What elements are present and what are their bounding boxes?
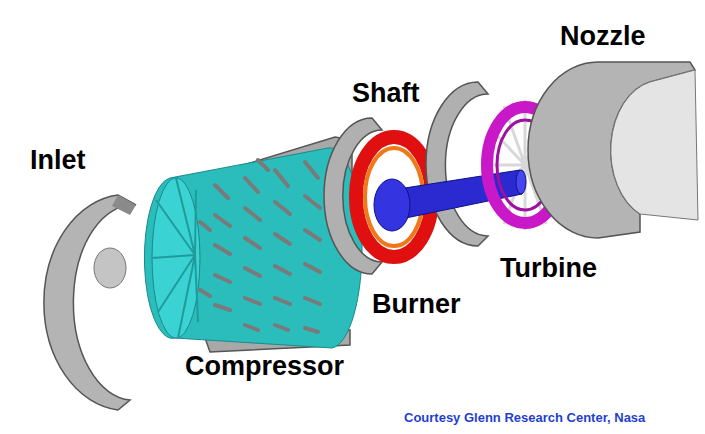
part-label: Turbine [500, 254, 597, 284]
credit-note: Courtesy Glenn Research Center, Nasa [404, 411, 645, 425]
part-label: Compressor [185, 352, 344, 382]
part-label: Shaft [352, 79, 420, 109]
part-label: Inlet [30, 146, 86, 176]
part-label: Nozzle [560, 22, 646, 52]
part-label: Burner [372, 290, 461, 320]
